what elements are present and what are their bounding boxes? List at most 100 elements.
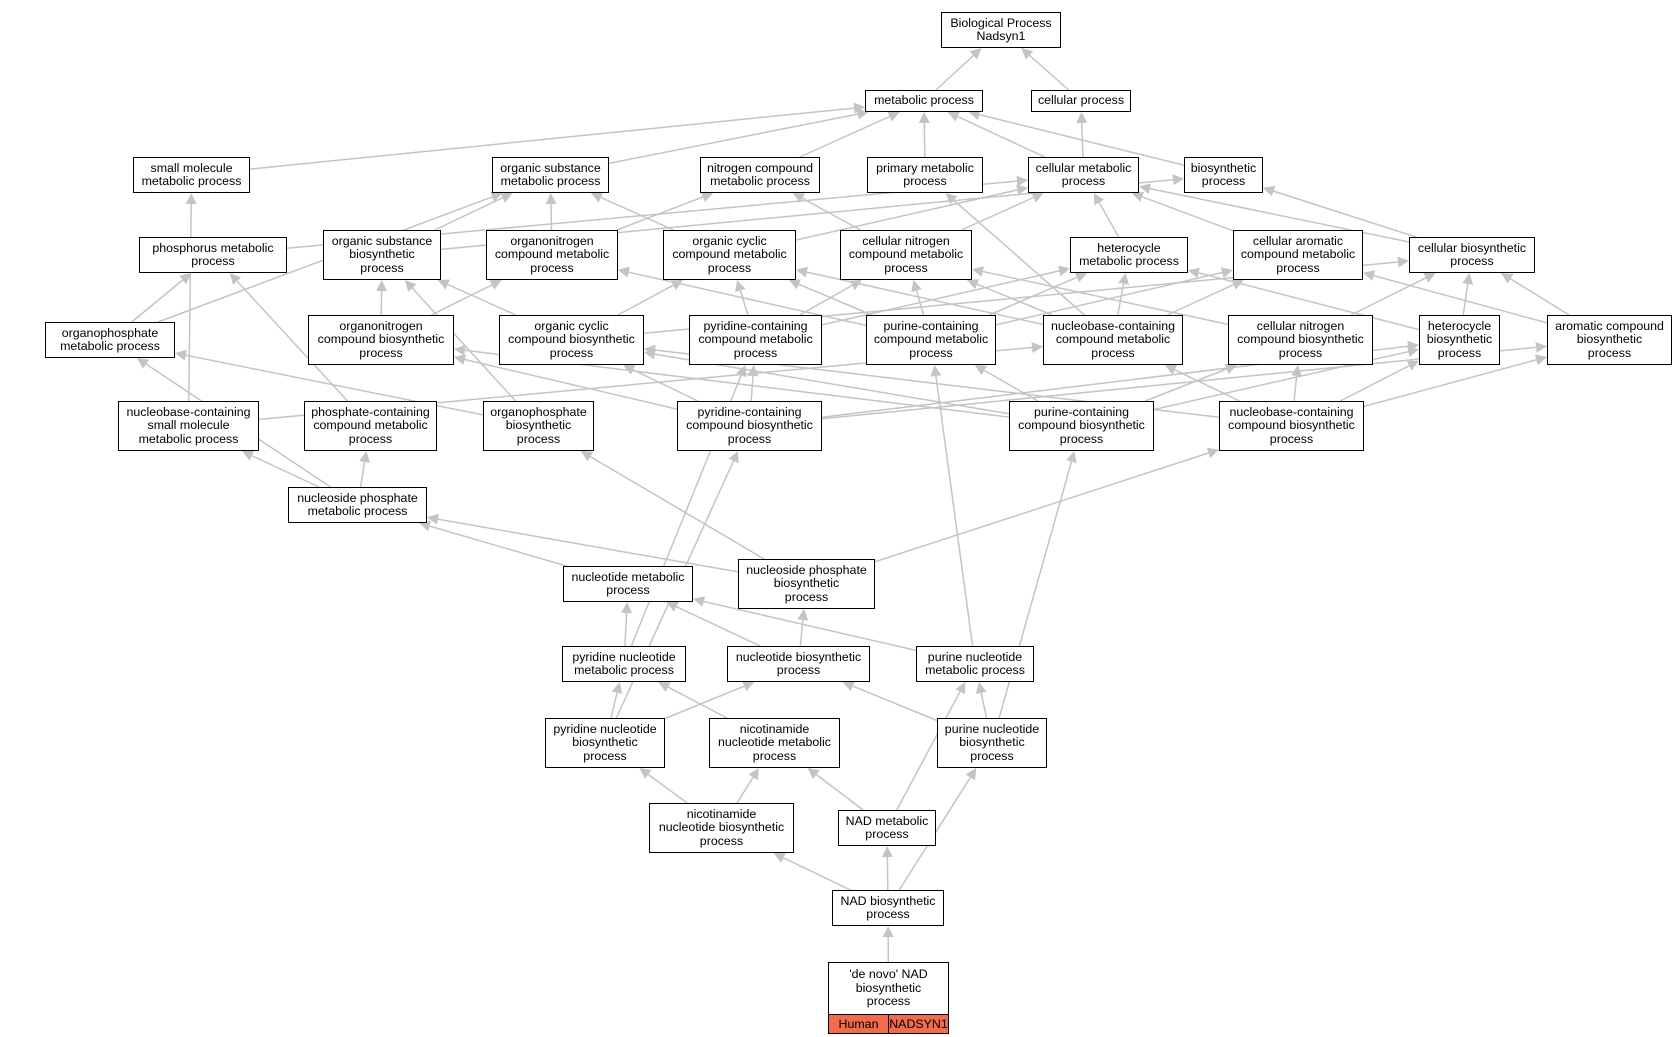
go-term-node[interactable]: NAD biosynthetic process: [832, 890, 944, 926]
edge-arrowhead: [728, 451, 739, 464]
go-term-node[interactable]: organic cyclic compound biosynthetic pro…: [499, 315, 644, 365]
is-a-edge: [739, 290, 749, 316]
is-a-edge: [795, 189, 1018, 241]
edge-arrowhead: [185, 193, 197, 205]
is-a-edge: [799, 284, 853, 316]
is-a-edge: [131, 279, 184, 323]
go-term-node[interactable]: organic substance metabolic process: [492, 157, 609, 193]
go-term-node[interactable]: nicotinamide nucleotide biosynthetic pro…: [649, 803, 794, 853]
go-term-node[interactable]: purine nucleotide biosynthetic process: [937, 718, 1047, 768]
go-term-node[interactable]: pyridine nucleotide metabolic process: [562, 646, 686, 682]
go-term-node[interactable]: nucleoside phosphate metabolic process: [288, 487, 427, 523]
is-a-edge: [915, 290, 925, 316]
is-a-edge: [750, 375, 754, 402]
is-a-edge: [251, 455, 320, 488]
go-term-node[interactable]: primary metabolic process: [867, 157, 983, 193]
go-term-node[interactable]: heterocycle metabolic process: [1070, 237, 1188, 273]
edge-arrowhead: [930, 365, 942, 377]
edge-arrowhead: [137, 358, 150, 369]
go-term-node[interactable]: small molecule metabolic process: [133, 157, 250, 193]
edge-arrowhead: [1406, 360, 1419, 371]
go-term-node[interactable]: Biological Process Nadsyn1: [941, 12, 1061, 48]
go-term-node[interactable]: nucleotide biosynthetic process: [727, 646, 870, 682]
is-a-edge: [550, 203, 553, 231]
go-term-node[interactable]: heterocycle biosynthetic process: [1419, 315, 1500, 365]
go-term-node[interactable]: nicotinamide nucleotide metabolic proces…: [709, 718, 840, 768]
edge-arrowhead: [797, 609, 809, 621]
edge-arrowhead: [1016, 175, 1028, 187]
go-term-node[interactable]: organic substance biosynthetic process: [323, 230, 441, 280]
go-term-node[interactable]: nucleobase-containing compound biosynthe…: [1219, 401, 1364, 451]
is-a-edge: [1116, 283, 1125, 316]
go-term-node[interactable]: purine-containing compound biosynthetic …: [1009, 401, 1154, 451]
is-a-edge: [1098, 202, 1120, 238]
is-a-edge: [1167, 283, 1234, 316]
is-a-edge: [675, 606, 761, 647]
go-term-node[interactable]: pyridine nucleotide biosynthetic process: [545, 718, 665, 768]
is-a-edge: [1174, 369, 1240, 402]
edge-arrowhead: [419, 520, 432, 532]
edge-arrowhead: [701, 191, 714, 203]
go-term-node[interactable]: metabolic process: [865, 90, 983, 112]
go-term-node[interactable]: nucleotide metabolic process: [563, 566, 693, 602]
species-badge: Human: [829, 1015, 888, 1033]
is-a-edge: [802, 197, 861, 231]
go-term-node[interactable]: nucleobase-containing compound metabolic…: [1043, 315, 1183, 365]
go-term-node[interactable]: aromatic compound biosynthetic process: [1547, 315, 1672, 365]
is-a-edge: [923, 122, 926, 158]
is-a-edge: [935, 375, 974, 647]
go-term-node[interactable]: organonitrogen compound biosynthetic pro…: [308, 315, 454, 365]
is-a-edge: [1293, 375, 1298, 402]
go-term-node[interactable]: cellular aromatic compound metabolic pro…: [1233, 230, 1363, 280]
edge-arrowhead: [404, 280, 417, 292]
go-term-node[interactable]: cellular nitrogen compound biosynthetic …: [1228, 315, 1373, 365]
edge-arrowhead: [966, 279, 980, 290]
go-term-node[interactable]: cellular metabolic process: [1028, 157, 1139, 193]
go-term-node[interactable]: nucleobase-containing small molecule met…: [118, 401, 259, 451]
is-a-edge: [437, 518, 739, 573]
edge-arrowhead: [792, 193, 806, 204]
edge-arrowhead: [693, 596, 705, 607]
is-a-edge: [798, 283, 872, 316]
go-term-node[interactable]: organophosphate metabolic process: [45, 322, 175, 358]
go-term-node[interactable]: NAD metabolic process: [838, 810, 936, 846]
edge-arrowhead: [1224, 363, 1237, 375]
go-term-node[interactable]: pyridine-containing compound biosyntheti…: [677, 401, 822, 451]
go-term-node[interactable]: purine-containing compound metabolic pro…: [866, 315, 996, 365]
edge-arrowhead: [1407, 346, 1419, 357]
go-term-label: 'de novo' NAD biosynthetic process: [849, 967, 928, 1009]
edge-arrowhead: [658, 682, 671, 692]
is-a-edge: [852, 685, 938, 722]
edge-arrowhead: [1501, 273, 1514, 284]
go-term-node[interactable]: pyridine-containing compound metabolic p…: [689, 315, 822, 365]
edge-arrowhead: [882, 926, 894, 937]
go-term-node[interactable]: phosphate-containing compound metabolic …: [304, 401, 437, 451]
go-term-node[interactable]: cellular biosynthetic process: [1409, 237, 1535, 273]
go-term-node[interactable]: cellular nitrogen compound metabolic pro…: [840, 230, 972, 280]
is-a-edge: [188, 203, 192, 402]
edge-arrowhead: [974, 365, 987, 376]
is-a-edge: [667, 686, 728, 719]
edge-arrowhead: [911, 280, 922, 293]
edge-arrowhead: [788, 279, 801, 290]
edge-arrowhead: [1291, 365, 1303, 377]
is-a-edge: [430, 284, 493, 316]
go-term-node[interactable]: nitrogen compound metabolic process: [700, 157, 820, 193]
edge-arrowhead: [842, 681, 855, 692]
go-term-node[interactable]: organonitrogen compound metabolic proces…: [486, 230, 618, 280]
is-a-edge: [982, 270, 1229, 326]
go-term-node[interactable]: purine nucleotide metabolic process: [916, 646, 1034, 682]
go-term-node[interactable]: phosphorus metabolic process: [139, 237, 287, 273]
go-term-node[interactable]: organic cyclic compound metabolic proces…: [663, 230, 796, 280]
is-a-edge: [617, 284, 674, 316]
edge-arrowhead: [1031, 192, 1044, 203]
edge-arrowhead: [545, 193, 557, 205]
go-term-node[interactable]: nucleoside phosphate biosynthetic proces…: [738, 559, 875, 609]
is-a-edge: [624, 612, 628, 647]
is-a-edge: [429, 525, 567, 567]
go-term-node[interactable]: organophosphate biosynthetic process: [483, 401, 594, 451]
go-term-node[interactable]: biosynthetic process: [1184, 157, 1263, 193]
go-term-node[interactable]: cellular process: [1031, 90, 1131, 112]
